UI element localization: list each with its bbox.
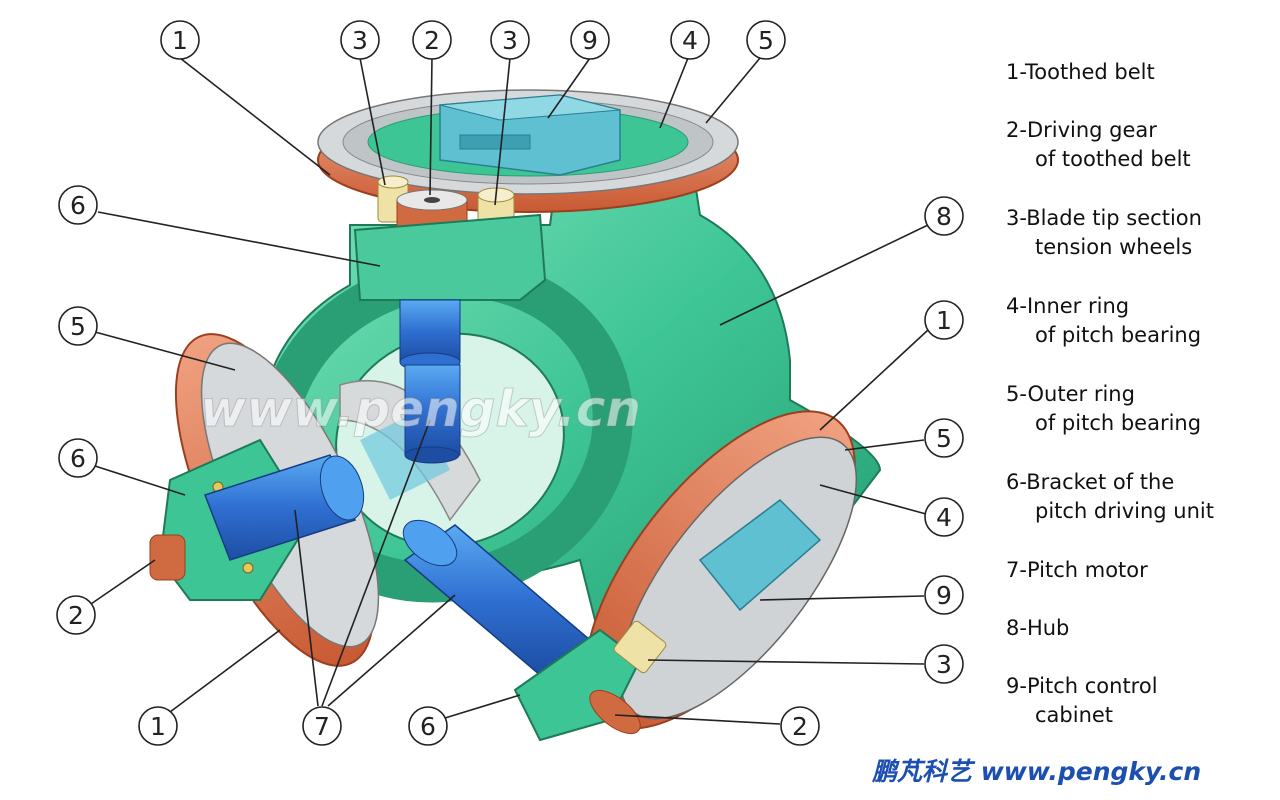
callout-9: 9	[924, 575, 964, 615]
callout-number: 3	[502, 26, 518, 55]
leader-lines	[87, 57, 931, 725]
top-motor-lower	[404, 364, 461, 456]
callout-6: 6	[408, 706, 448, 746]
legend-item-1: 1-Toothed belt	[1006, 60, 1155, 84]
callout-number: 9	[936, 581, 952, 610]
callout-number: 5	[70, 312, 86, 341]
top-motor-upper	[399, 299, 461, 363]
callout-1: 1	[138, 706, 178, 746]
top-bracket	[353, 213, 547, 301]
callout-9: 9	[570, 20, 610, 60]
callout-number: 4	[682, 26, 698, 55]
callout-number: 5	[758, 26, 774, 55]
callout-number: 6	[70, 191, 86, 220]
callout-4: 4	[924, 497, 964, 537]
legend-item-7: 7-Pitch motor	[1006, 558, 1148, 582]
callout-number: 8	[936, 202, 952, 231]
callout-number: 2	[68, 601, 84, 630]
callout-4: 4	[670, 20, 710, 60]
callout-number: 1	[936, 306, 952, 335]
callout-3: 3	[924, 644, 964, 684]
callout-2: 2	[412, 20, 452, 60]
footer-credit: 鹏芃科艺 www.pengky.cn	[872, 757, 1202, 786]
callout-2: 2	[780, 706, 820, 746]
right-pitch-assembly	[513, 410, 858, 742]
callout-2: 2	[56, 595, 96, 635]
callout-number: 7	[314, 712, 330, 741]
callout-6: 6	[58, 185, 98, 225]
callout-number: 9	[582, 26, 598, 55]
callout-number: 3	[936, 650, 952, 679]
left-motor	[204, 454, 356, 561]
callout-number: 1	[150, 712, 166, 741]
callout-number: 4	[936, 503, 952, 532]
callout-number: 5	[936, 424, 952, 453]
callout-5: 5	[924, 418, 964, 458]
callout-number: 6	[420, 712, 436, 741]
left-pitch-assembly	[149, 333, 380, 667]
callout-number: 2	[424, 26, 440, 55]
callout-5: 5	[746, 20, 786, 60]
right-driving-gear	[589, 689, 641, 735]
top-bracket-and-motor	[353, 213, 547, 464]
top-pitch-assembly	[317, 89, 739, 243]
callout-8: 8	[924, 196, 964, 236]
callout-number: 1	[172, 26, 188, 55]
callout-3: 3	[490, 20, 530, 60]
callout-number: 3	[352, 26, 368, 55]
callout-3: 3	[340, 20, 380, 60]
callout-number: 6	[70, 444, 86, 473]
right-control-cabinet	[698, 499, 822, 612]
callout-6: 6	[58, 438, 98, 478]
left-driving-gear	[149, 534, 186, 581]
callout-5: 5	[58, 306, 98, 346]
callout-1: 1	[160, 20, 200, 60]
legend-item-8: 8-Hub	[1006, 616, 1070, 640]
callout-number: 2	[792, 712, 808, 741]
callout-1: 1	[924, 300, 964, 340]
callout-7: 7	[302, 706, 342, 746]
callout-labels: 1 3 2 3 9 4 5 6 8 5 1 6 5 4 2 9 3 1 7 6 2	[56, 20, 964, 746]
